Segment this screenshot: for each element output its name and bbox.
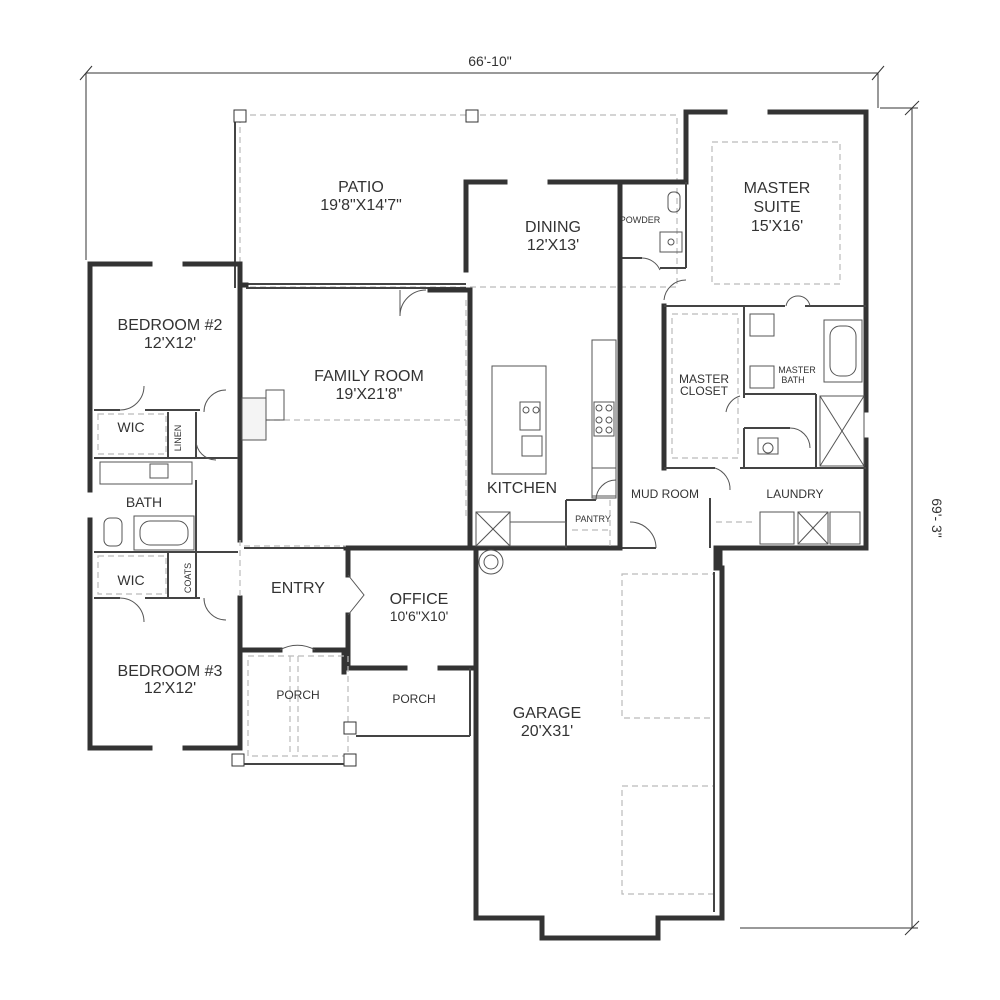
room-labels: PATIO 19'8"X14'7" DINING 12'X13' POWDER … (117, 179, 823, 740)
master-tray-ceiling (711, 141, 841, 285)
master-tub (823, 319, 863, 383)
family-room-size: 19'X21'8" (336, 386, 403, 403)
porch-side-name: PORCH (392, 692, 435, 706)
master-suite-name-2: SUITE (753, 199, 800, 216)
patio (233, 109, 678, 289)
entry-name: ENTRY (271, 580, 325, 597)
master-closet-name-1: MASTER (679, 372, 729, 386)
depth-label: 69'- 3" (929, 498, 945, 538)
kitchen-name: KITCHEN (487, 480, 557, 497)
garage-size: 20'X31' (521, 723, 573, 740)
wic-lower-name: WIC (117, 572, 144, 588)
master-sink-1 (749, 313, 775, 337)
kitchen-counter (591, 339, 617, 497)
powder-sink (659, 231, 683, 253)
bedroom2-name: BEDROOM #2 (118, 317, 223, 334)
washer (759, 511, 795, 545)
pantry-name: PANTRY (575, 514, 611, 524)
dining-size: 12'X13' (527, 237, 579, 254)
fireplace (241, 397, 267, 441)
powder-name: POWDER (620, 215, 661, 225)
garage-parking-1 (621, 573, 715, 719)
dryer (797, 511, 829, 545)
office-size: 10'6"X10' (390, 608, 449, 624)
bath-toilet (103, 517, 123, 547)
cooktop (593, 401, 615, 437)
master-bath-name-1: MASTER (778, 365, 816, 375)
bath-vanity (99, 461, 193, 485)
patio-name: PATIO (338, 179, 384, 196)
bath-name: BATH (126, 494, 162, 510)
bedroom3-name: BEDROOM #3 (118, 663, 223, 680)
bedroom3-size: 12'X12' (144, 680, 196, 697)
garage-parking-2 (621, 785, 715, 895)
dimension-width: 66'-10" (79, 53, 885, 260)
width-label: 66'-10" (468, 53, 511, 69)
patio-post-middle (465, 109, 479, 123)
master-shower (819, 395, 865, 467)
fixtures (97, 141, 865, 912)
powder-toilet (667, 191, 681, 213)
master-suite-size: 15'X16' (751, 218, 803, 235)
dining-name: DINING (525, 219, 581, 236)
walls (87, 109, 869, 941)
bathtub (133, 515, 195, 551)
laundry-name: LAUNDRY (766, 487, 823, 501)
water-heater (478, 549, 504, 575)
master-closet-name-2: CLOSET (680, 384, 729, 398)
kitchen-island (491, 365, 547, 475)
garage-name: GARAGE (513, 705, 581, 722)
wic-upper-name: WIC (117, 419, 144, 435)
patio-size: 19'8"X14'7" (320, 197, 402, 214)
doors (119, 257, 811, 651)
master-sink-2 (749, 365, 775, 389)
porch-front-name: PORCH (276, 688, 319, 702)
master-toilet (757, 437, 779, 455)
family-room-name: FAMILY ROOM (314, 368, 424, 385)
patio-post-left (233, 109, 247, 123)
bedroom2-size: 12'X12' (144, 335, 196, 352)
linen-name: LINEN (173, 425, 183, 452)
master-suite-name-1: MASTER (744, 180, 811, 197)
office-name: OFFICE (390, 591, 449, 608)
dimension-depth: 69'- 3" (740, 100, 945, 936)
open-plan-lines (239, 300, 467, 598)
master-bath-name-2: BATH (781, 375, 804, 385)
mud-room-name: MUD ROOM (631, 487, 699, 501)
coats-name: COATS (183, 563, 193, 593)
